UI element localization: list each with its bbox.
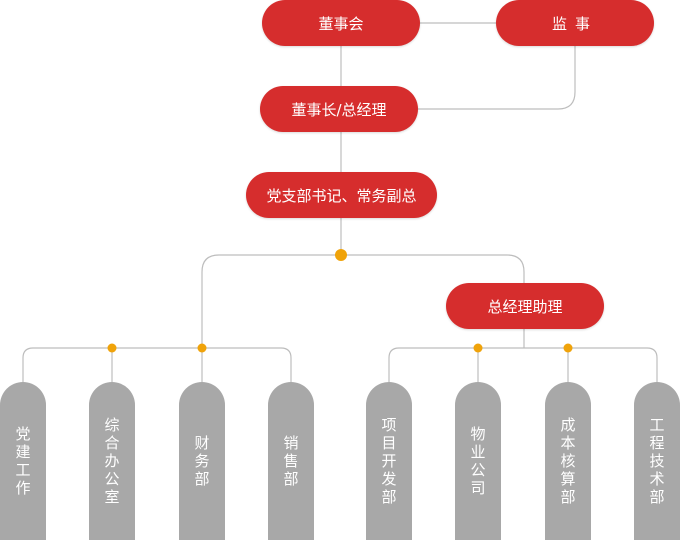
gm-assistant-node: 总经理助理 [446, 283, 604, 329]
left-junction-dot-2 [197, 343, 207, 353]
dept-engineering: 工程技术部 [634, 382, 680, 540]
assistant-label: 总经理助理 [487, 297, 563, 316]
main-split-line [201, 254, 525, 347]
dept-label: 财务部 [194, 434, 210, 488]
dept-finance: 财务部 [179, 382, 225, 540]
dept-party-building: 党建工作 [0, 382, 46, 540]
dept-label: 销售部 [283, 434, 299, 488]
supervisor-chairman-line [418, 46, 576, 110]
dept-label: 项目开发部 [381, 416, 397, 506]
dept-label: 党建工作 [15, 425, 31, 497]
dept-label: 成本核算部 [560, 416, 576, 506]
board-of-directors-node: 董事会 [262, 0, 420, 46]
left-junction-dot-1 [107, 343, 117, 353]
board-label: 董事会 [318, 14, 364, 33]
right-junction-dot-1 [473, 343, 483, 353]
dept-general-office: 综合办公室 [89, 382, 135, 540]
left-drop-lines [111, 348, 203, 382]
dept-label: 综合办公室 [104, 416, 120, 506]
dept-cost-accounting: 成本核算部 [545, 382, 591, 540]
supervisor-node: 监事 [496, 0, 654, 46]
dept-label: 工程技术部 [649, 416, 665, 506]
main-junction-dot [335, 249, 347, 261]
right-bus-line [388, 347, 658, 382]
party-label: 党支部书记、常务副总 [266, 186, 417, 205]
right-junction-dot-2 [563, 343, 573, 353]
chairman-label: 董事长/总经理 [291, 100, 387, 119]
dept-sales: 销售部 [268, 382, 314, 540]
dept-property-company: 物业公司 [455, 382, 501, 540]
dept-label: 物业公司 [470, 425, 486, 497]
supervisor-label: 监事 [551, 14, 598, 33]
chairman-node: 董事长/总经理 [260, 86, 418, 132]
left-bus-line [22, 347, 292, 382]
dept-project-development: 项目开发部 [366, 382, 412, 540]
party-secretary-node: 党支部书记、常务副总 [246, 172, 437, 218]
right-drop-lines [477, 348, 569, 382]
